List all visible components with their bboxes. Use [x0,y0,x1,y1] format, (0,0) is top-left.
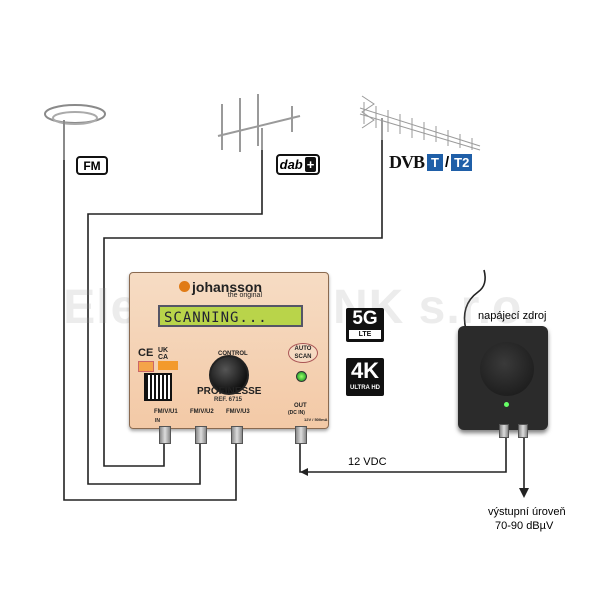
output-level-label: výstupní úroveň [488,506,566,518]
fm-label-text: FM [83,159,100,173]
port-label-1: FM/V/U1 [154,409,178,415]
dvb-t-badge: T [427,154,443,171]
port-fmvu2[interactable] [195,426,207,444]
qr-code [144,373,172,401]
port-out[interactable] [295,426,307,444]
power-supply-led [504,402,509,407]
amplifier-profinesse: johansson the original SCANNING... CE UK… [129,272,329,429]
port-fmvu3[interactable] [231,426,243,444]
auto-scan-top: AUTO [289,345,317,353]
fm-label: FM [76,156,108,175]
5g-lte-badge: 5G LTE [346,308,384,342]
fm-antenna [45,105,105,160]
model-ref: REF. 6715 [214,397,242,403]
out-sub-label: (DC IN) [288,410,305,416]
dvb-antenna [360,96,480,150]
dc-cable [300,432,506,472]
power-supply-label: napájecí zdroj [478,310,547,322]
ukca-mark: UK CA [158,347,174,361]
dab-plus-logo: dab + [276,154,320,175]
auto-scan-button[interactable]: AUTO SCAN [288,343,318,363]
brand-logo: johansson the original [192,279,262,299]
out-label: OUT [294,403,307,409]
dab-text: dab [280,157,303,172]
5g-small-badge [138,361,154,372]
status-led [296,371,307,382]
4k-text: 4K [346,358,384,384]
ultra-hd-text: ULTRA HD [346,384,384,392]
lcd-display: SCANNING... [158,305,303,327]
dc-voltage-label: 12 VDC [348,456,387,468]
port-label-3: FM/V/U3 [226,409,250,415]
ce-mark: CE [138,347,153,359]
power-supply-disc [480,342,534,396]
dab-antenna [218,94,300,152]
dvb-t2-badge: T2 [451,154,472,171]
dvb-logo: DVB T / T2 [389,151,472,173]
out-power-label: 12V / 500mA [304,417,328,422]
dab-plus-sign: + [305,157,317,172]
psu-port-left[interactable] [499,424,509,438]
output-arrow [519,488,529,498]
dvb-separator: / [445,154,449,171]
5g-text: 5G [346,308,384,330]
port-fmvu1[interactable] [159,426,171,444]
auto-scan-bottom: SCAN [289,353,317,361]
power-supply [458,326,548,430]
dc-arrow [300,468,308,476]
port-label-2: FM/V/U2 [190,409,214,415]
output-level-value: 70-90 dBµV [495,520,553,532]
psu-port-right[interactable] [518,424,528,438]
in-label: IN [155,418,160,424]
dvb-text: DVB [389,152,424,173]
red-badge [158,361,178,370]
4k-ultra-hd-badge: 4K ULTRA HD [346,358,384,396]
lte-text: LTE [349,330,381,339]
model-name: PROFINESSE [197,386,261,397]
brand-icon [179,281,190,292]
